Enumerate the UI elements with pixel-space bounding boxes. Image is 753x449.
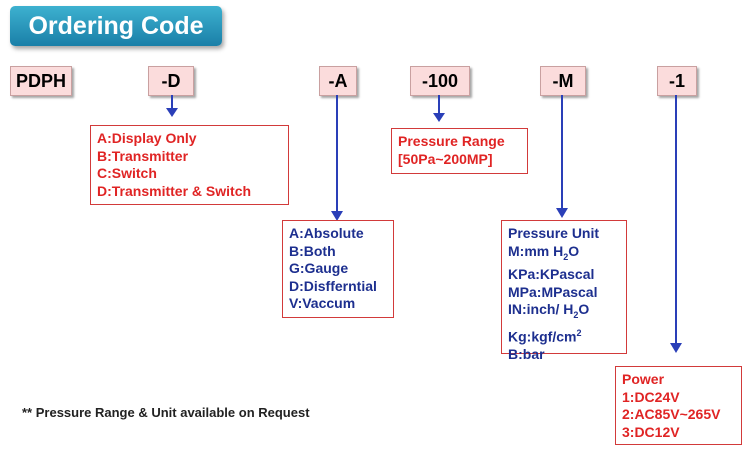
output-option: A:Display Only [97,130,197,146]
code-range: -100 [410,66,470,96]
type-option: D:Disfferntial [289,277,377,294]
code-unit: -M [540,66,586,96]
code-output: -D [148,66,194,96]
unit-option-m: M:mm H2O [508,243,620,266]
code-power: -1 [657,66,697,96]
output-options-box: A:Display Only B:Transmitter C:Switch D:… [90,125,289,205]
pressure-range-box: Pressure Range [50Pa~200MP] [391,128,528,174]
code-type: -A [319,66,357,96]
arrow-unit [556,95,568,218]
unit-option-m-tail: O [568,242,580,259]
range-value: [50Pa~200MP] [398,150,493,167]
output-option: B:Transmitter [97,147,189,164]
unit-option-in: IN:inch/ H2O [508,301,620,324]
unit-option-kg-text: Kg:kgf/cm [508,328,577,345]
type-option: V:Vaccum [289,295,356,312]
unit-option-m-text: M:mm H [508,242,564,259]
arrow-type [331,95,343,221]
subscript: 2 [563,251,569,262]
type-options-box: A:Absolute B:Both G:Gauge D:Disfferntial… [282,220,394,318]
type-option: B:Both [289,242,336,259]
unit-option-mpa: MPa:MPascal [508,283,598,300]
unit-option-kg: Kg:kgf/cm2 [508,325,620,346]
superscript: 2 [576,327,582,338]
power-option: 3:DC12V [622,423,680,440]
unit-option-b: B:bar [508,345,545,362]
arrow-range [433,95,445,122]
code-prefix: PDPH [10,66,72,96]
output-option: C:Switch [97,165,157,182]
unit-option-kpa: KPa:KPascal [508,265,595,282]
power-option: 1:DC24V [622,388,680,405]
footer-note: ** Pressure Range & Unit available on Re… [22,405,310,420]
subscript: 2 [573,309,579,320]
unit-heading: Pressure Unit [508,225,600,241]
pressure-unit-box: Pressure Unit M:mm H2O KPa:KPascal MPa:M… [501,220,627,362]
type-option: A:Absolute [289,225,364,241]
unit-option-in-tail: O [578,301,590,318]
range-heading: Pressure Range [398,133,505,149]
power-option: 2:AC85V~265V [622,406,721,423]
arrow-output [166,95,178,117]
power-heading: Power [622,371,665,387]
type-option: G:Gauge [289,260,349,277]
page-title: Ordering Code [10,6,222,46]
power-options-box: Power 1:DC24V 2:AC85V~265V 3:DC12V [615,366,742,445]
unit-option-in-text: IN:inch/ H [508,301,574,318]
arrow-power [670,95,682,353]
output-option: D:Transmitter & Switch [97,182,252,199]
